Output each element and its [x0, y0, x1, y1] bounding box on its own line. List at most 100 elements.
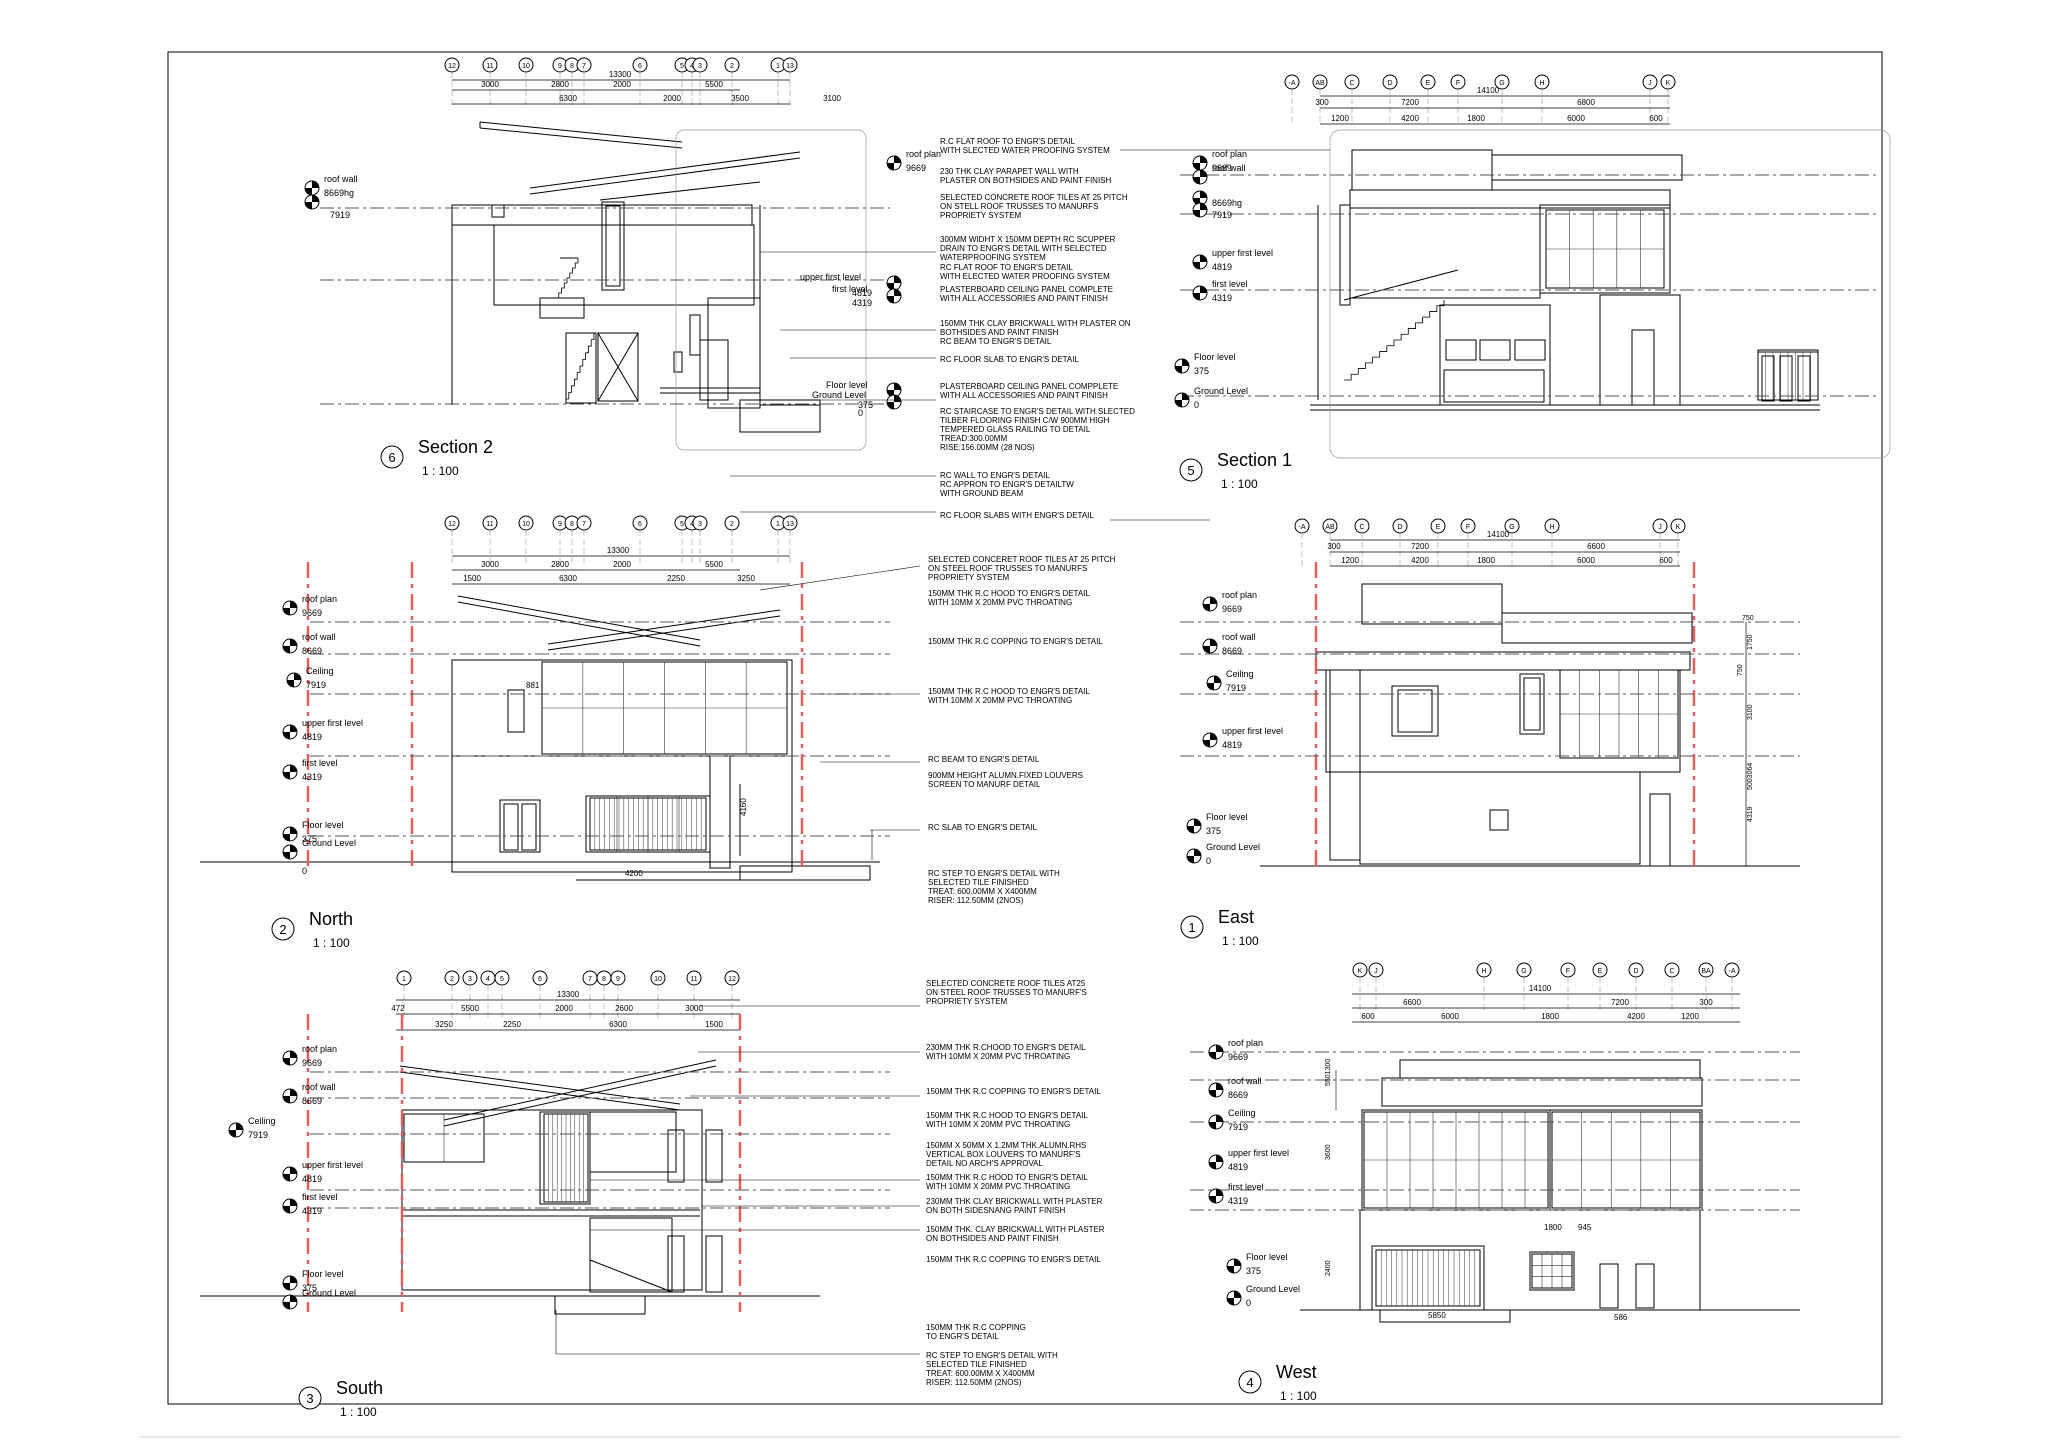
grid-bubble-label: 3 [468, 976, 472, 983]
grid-bubble-label: 6 [638, 63, 642, 70]
view-title: Section 1 [1217, 450, 1292, 470]
dimension-label: 3000 [481, 80, 499, 89]
level-value: 8669hg [324, 188, 354, 198]
dimension-label: 6000 [1577, 556, 1595, 565]
annotation-note: 150MM THK R.C COPPING [926, 1323, 1026, 1332]
level-symbol-fill [894, 276, 901, 283]
annotation-note: WITH ALL ACCESSORIES AND PAINT FINISH [940, 391, 1108, 400]
annotation-note: SCREEN TO MANURF DETAIL [928, 780, 1041, 789]
grid-bubble-label: F [1456, 80, 1460, 87]
dimension-label: 5500 [705, 80, 723, 89]
line [479, 127, 683, 149]
grid-bubble-label: 8 [570, 63, 574, 70]
level-value: 9669 [1212, 163, 1232, 173]
line [1343, 269, 1459, 301]
level-symbol-fill [290, 1276, 297, 1283]
level-marker: 7919 [1192, 202, 1232, 220]
level-name: upper first level [302, 1160, 363, 1170]
level-value: 4819 [1228, 1162, 1248, 1172]
shape [1797, 355, 1811, 402]
level-symbol-fill [1200, 156, 1207, 163]
dimension-label: 2000 [613, 80, 631, 89]
shape [601, 201, 625, 291]
level-symbol-fill [894, 395, 901, 402]
level-symbol-fill [1209, 1122, 1216, 1129]
shape [521, 803, 537, 851]
level-symbol-fill [283, 608, 290, 615]
grid-bubble-label: 1 [776, 63, 780, 70]
level-value: 0 [1246, 1298, 1251, 1308]
level-symbol-fill [894, 289, 901, 296]
level-name: roof plan [1222, 590, 1257, 600]
grid-bubble-label: -A [1299, 524, 1306, 531]
level-symbol-fill [290, 1167, 297, 1174]
level-symbol-fill [283, 852, 290, 859]
annotation-note: 150MM THK R.C COPPING TO ENGR'S DETAIL [926, 1255, 1101, 1264]
staircase [1344, 300, 1445, 381]
level-symbol-fill [1216, 1083, 1223, 1090]
annotation-note: SELECTED CONCRETE ROOF TILES AT25 [926, 979, 1086, 988]
grid-bubble-label: 8 [602, 976, 606, 983]
shape [605, 205, 621, 287]
level-value: 8669 [1222, 646, 1242, 656]
dimension-label: 13300 [557, 990, 580, 999]
grid-bubble-label: 8 [570, 521, 574, 528]
grid-bubble-label: 11 [690, 976, 697, 983]
view-number-circle [271, 917, 295, 941]
shape [1361, 583, 1503, 625]
grid-bubble-label: 4 [690, 63, 694, 70]
level-symbol-fill [1193, 177, 1200, 184]
grid-bubble-label: 2 [730, 521, 734, 528]
annotation-note: RISER: 112.50MM (2NOS) [926, 1378, 1022, 1387]
grid-bubble-label: 11 [486, 521, 493, 528]
level-symbol-fill [1203, 646, 1210, 653]
dimension-label: 1500 [463, 574, 481, 583]
level-name: Ground Level [1194, 386, 1248, 396]
annotation-note: TREAT: 600.00MM X X400MM [928, 887, 1037, 896]
shape [539, 297, 585, 319]
line [597, 332, 639, 402]
shape [739, 865, 871, 881]
shape [1325, 669, 1681, 773]
level-symbol-fill [1216, 1045, 1223, 1052]
dimension-label: 4200 [1627, 1012, 1645, 1021]
grid-bubble-label: BA [1701, 968, 1711, 975]
level-name: Floor level [302, 820, 344, 830]
annotation-note: RC WALL TO ENGR'S DETAIL [940, 471, 1050, 480]
dimension-label: 13300 [607, 546, 630, 555]
level-name: Floor level [1206, 812, 1248, 822]
shape [1491, 154, 1683, 181]
level-symbol-fill [1234, 1259, 1241, 1266]
dimension-label: 6600 [1403, 998, 1421, 1007]
dimension-label: 7200 [1401, 98, 1419, 107]
annotation-note: 150MM THK CLAY BRICKWALL WITH PLASTER ON [940, 319, 1131, 328]
view-number: 5 [1187, 463, 1194, 478]
shape [707, 297, 761, 409]
shape [565, 332, 597, 404]
grid-bubble-label: 2 [730, 63, 734, 70]
grid-bubble-label: E [1426, 80, 1431, 87]
dimension-label: 3100 [823, 94, 841, 103]
grid-bubble-label: H [1481, 968, 1486, 975]
level-symbol-fill [283, 1058, 290, 1065]
level-symbol-fill [305, 188, 312, 195]
dimension-label: 600 [1361, 1012, 1375, 1021]
annotation-note: SELECTED TILE FINISHED [926, 1360, 1027, 1369]
level-symbol-fill [290, 725, 297, 732]
dimension-label: 14100 [1477, 86, 1500, 95]
grid-bubble-label: 4 [486, 976, 490, 983]
level-symbol-fill [894, 383, 901, 390]
shape [1399, 1059, 1701, 1079]
dimension-label: 3250 [435, 1020, 453, 1029]
annotation-note: 230 THK CLAY PARAPET WALL WITH [940, 167, 1079, 176]
level-symbol-fill [1227, 1266, 1234, 1273]
level-name: upper first level [800, 272, 861, 282]
